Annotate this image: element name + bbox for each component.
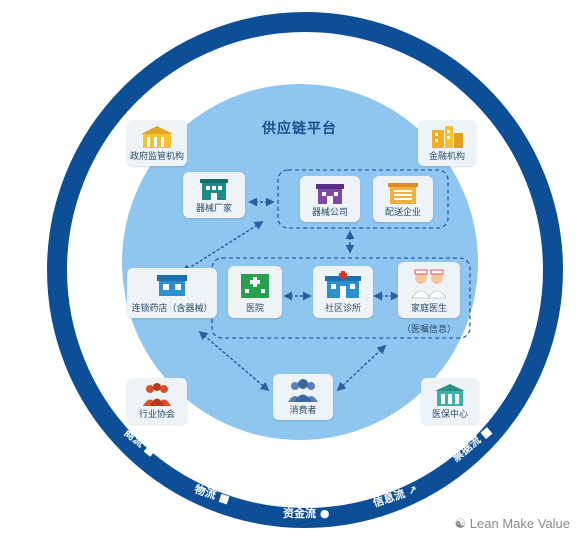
arrow-store-supplier [181,221,264,273]
hospital-node: 医院 [228,266,282,318]
distribution-label: 配送企业 [384,208,421,218]
family-doctor-node: 家庭医生 [398,262,460,318]
government-building-icon [141,126,173,148]
insurance-node: 医保中心 [421,378,479,424]
medical-advice-label: （医嘱信息） [401,325,456,335]
association-people-icon [143,383,171,406]
insurance-label: 医保中心 [431,410,468,420]
watermark-text: Lean Make Value [469,516,570,531]
finance-node: 金融机构 [418,120,476,166]
watermark: ☯ Lean Make Value [455,516,571,532]
device-company-label: 器械公司 [311,208,348,218]
finance-label: 金融机构 [428,152,465,162]
manufacturer-node: 器械厂家 [183,172,245,218]
device-company-node: 器械公司 [300,176,360,222]
insurance-center-icon [435,384,465,406]
people-group-icon [288,379,318,402]
gov-label: 政府监管机构 [129,152,184,162]
factory-icon [200,179,228,200]
pharmacy-store-icon [157,275,187,296]
family-doctor-label: 家庭医生 [410,304,447,314]
chain-store-label: 连锁药店（含器械） [131,304,213,314]
industry-assoc-node: 行业协会 [127,378,187,424]
arrow-provider-consumer [336,344,387,392]
bank-building-icon [432,126,463,148]
manufacturer-label: 器械厂家 [195,204,232,214]
platform-title: 供应链平台 [262,121,337,137]
consumer-node: 消费者 [273,374,333,420]
warehouse-icon [388,183,418,204]
consumer-label: 消费者 [289,406,317,416]
money-bag-icon: ● [319,507,330,520]
wechat-icon: ☯ [454,516,467,531]
clinic-icon [325,271,361,298]
clinic-node: 社区诊所 [313,266,373,318]
industry-assoc-label: 行业协会 [138,410,175,420]
gov-node: 政府监管机构 [127,120,187,166]
capital-flow-text: 资金流 [283,507,316,520]
capital-flow-label: 资金流 ● [283,505,329,521]
clinic-label: 社区诊所 [324,304,361,314]
supplier-group-box [277,169,449,229]
doctor-nurse-icon [411,269,447,299]
hospital-icon [241,274,269,298]
chain-store-node: 连锁药店（含器械） [127,268,217,318]
company-building-icon [316,184,344,204]
hospital-label: 医院 [245,304,264,314]
distribution-node: 配送企业 [373,176,433,222]
